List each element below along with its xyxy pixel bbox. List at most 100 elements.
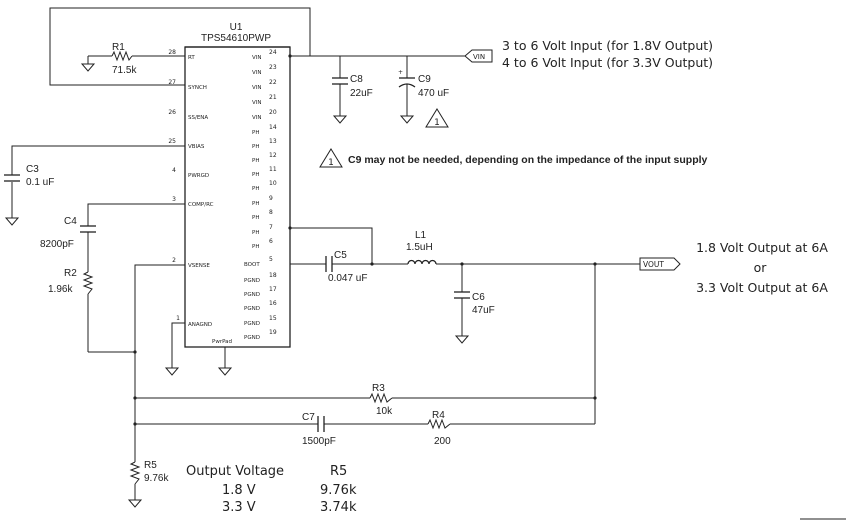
capacitor-c9: + C9 470 uF	[398, 69, 449, 99]
ground-symbols	[4, 63, 470, 508]
pin-name: ANAGND	[188, 322, 212, 328]
pin-number: 25	[168, 138, 176, 145]
vout-tag-label: VOUT	[643, 260, 664, 269]
pin-number: 18	[269, 272, 277, 279]
pin-name: PH	[252, 201, 259, 207]
c8-value: 22uF	[350, 88, 373, 99]
pin-number: 6	[269, 238, 273, 245]
pin-name: COMP/RC	[188, 202, 214, 208]
vin-desc-line2: 4 to 6 Volt Input (for 3.3V Output)	[502, 55, 713, 70]
pin-number: 17	[269, 286, 277, 293]
r4-ref: R4	[432, 410, 445, 421]
pin-name: SS/ENA	[188, 115, 208, 121]
pin-number: 26	[168, 109, 176, 116]
pin-number: 19	[269, 329, 277, 336]
table-cell: 9.76k	[320, 483, 357, 498]
pin-number: 12	[269, 152, 277, 159]
pin-number: 14	[269, 124, 277, 131]
pin-number: 22	[269, 79, 277, 86]
ground-icon	[80, 63, 96, 72]
pin-name: VIN	[252, 85, 262, 91]
pin-number: 8	[269, 209, 273, 216]
r5-ref: R5	[144, 460, 157, 471]
note-marker: 1	[328, 158, 334, 168]
pin-number: 23	[269, 64, 277, 71]
vout-desc-line2: or	[754, 260, 768, 275]
c4-value: 8200pF	[40, 239, 74, 250]
r5-table: Output Voltage R5 1.8 V 9.76k 3.3 V 3.74…	[186, 464, 357, 515]
ic-part: TPS54610PWP	[201, 33, 271, 44]
c3-value: 0.1 uF	[26, 177, 54, 188]
r1-ref: R1	[112, 42, 125, 53]
pin-name: PH	[252, 244, 259, 250]
warning-triangle-icon: 1	[319, 148, 343, 168]
ground-icon	[127, 499, 143, 508]
pin-number: 15	[269, 315, 277, 322]
pin-number: 7	[269, 224, 273, 231]
pin-number: 4	[172, 167, 176, 174]
pin-name: VSENSE	[188, 263, 210, 269]
capacitor-c4: C4 8200pF	[40, 216, 96, 250]
capacitor-c7: C7 1500pF	[302, 412, 336, 447]
pin-number: 5	[269, 256, 273, 263]
pin-name: PH	[252, 230, 259, 236]
pin-name: SYNCH	[188, 85, 207, 91]
l1-value: 1.5uH	[406, 242, 433, 253]
table-cell: 3.3 V	[222, 500, 256, 515]
note-text: C9 may not be needed, depending on the i…	[348, 154, 708, 166]
pin-name: PH	[252, 158, 259, 164]
capacitor-c5: C5 0.047 uF	[325, 250, 367, 284]
ic-u1: U1 TPS54610PWP 28 RT 27 SYNCH 26 SS/ENA …	[168, 22, 291, 348]
resistor-r3: R3 10k	[369, 383, 393, 417]
l1-ref: L1	[415, 230, 427, 241]
table-cell: 3.74k	[320, 500, 357, 515]
pin-name: RT	[188, 55, 195, 61]
ground-icon	[454, 335, 470, 344]
ground-icon	[332, 115, 348, 124]
pin-number: 20	[269, 109, 277, 116]
r3-ref: R3	[372, 383, 385, 394]
pin-name: PH	[252, 144, 259, 150]
pin-name: VIN	[252, 100, 262, 106]
c6-ref: C6	[472, 292, 485, 303]
wires	[11, 7, 640, 500]
pin-number: 2	[172, 257, 176, 264]
pin-number: 28	[168, 49, 176, 56]
pin-number: 1	[176, 315, 180, 322]
c5-value: 0.047 uF	[328, 273, 367, 284]
vin-tag: VIN	[464, 49, 493, 63]
c4-ref: C4	[64, 216, 77, 227]
pin-number: 11	[269, 166, 277, 173]
pin-name: PWRGD	[188, 173, 209, 179]
r2-ref: R2	[64, 268, 77, 279]
ground-icon	[4, 217, 20, 226]
pin-name: PH	[252, 172, 259, 178]
pin-number: 3	[172, 196, 176, 203]
pin-number: 10	[269, 180, 277, 187]
c7-ref: C7	[302, 412, 315, 423]
warning-triangle-icon: 1	[425, 108, 449, 128]
pin-number: 13	[269, 138, 277, 145]
svg-text:+: +	[398, 69, 403, 76]
vin-tag-label: VIN	[473, 53, 485, 61]
table-header-voltage: Output Voltage	[186, 464, 284, 479]
ic-ref: U1	[230, 22, 243, 33]
r2-value: 1.96k	[48, 284, 73, 295]
pin-name: VIN	[252, 115, 262, 121]
ground-icon	[399, 115, 415, 124]
r3-value: 10k	[376, 406, 393, 417]
pin-name: VIN	[252, 55, 262, 61]
pin-name: PGND	[244, 292, 260, 298]
ground-icon	[217, 367, 233, 376]
r1-value: 71.5k	[112, 65, 137, 76]
c3-ref: C3	[26, 164, 39, 175]
pin-number: 16	[269, 300, 277, 307]
resistor-r4: R4 200	[427, 410, 451, 447]
c9-ref: C9	[418, 74, 431, 85]
pwrpad-label: PwrPad	[212, 339, 232, 345]
pin-name: PH	[252, 186, 259, 192]
capacitor-c8: C8 22uF	[332, 74, 373, 99]
pin-number: 21	[269, 94, 277, 101]
c6-value: 47uF	[472, 305, 495, 316]
